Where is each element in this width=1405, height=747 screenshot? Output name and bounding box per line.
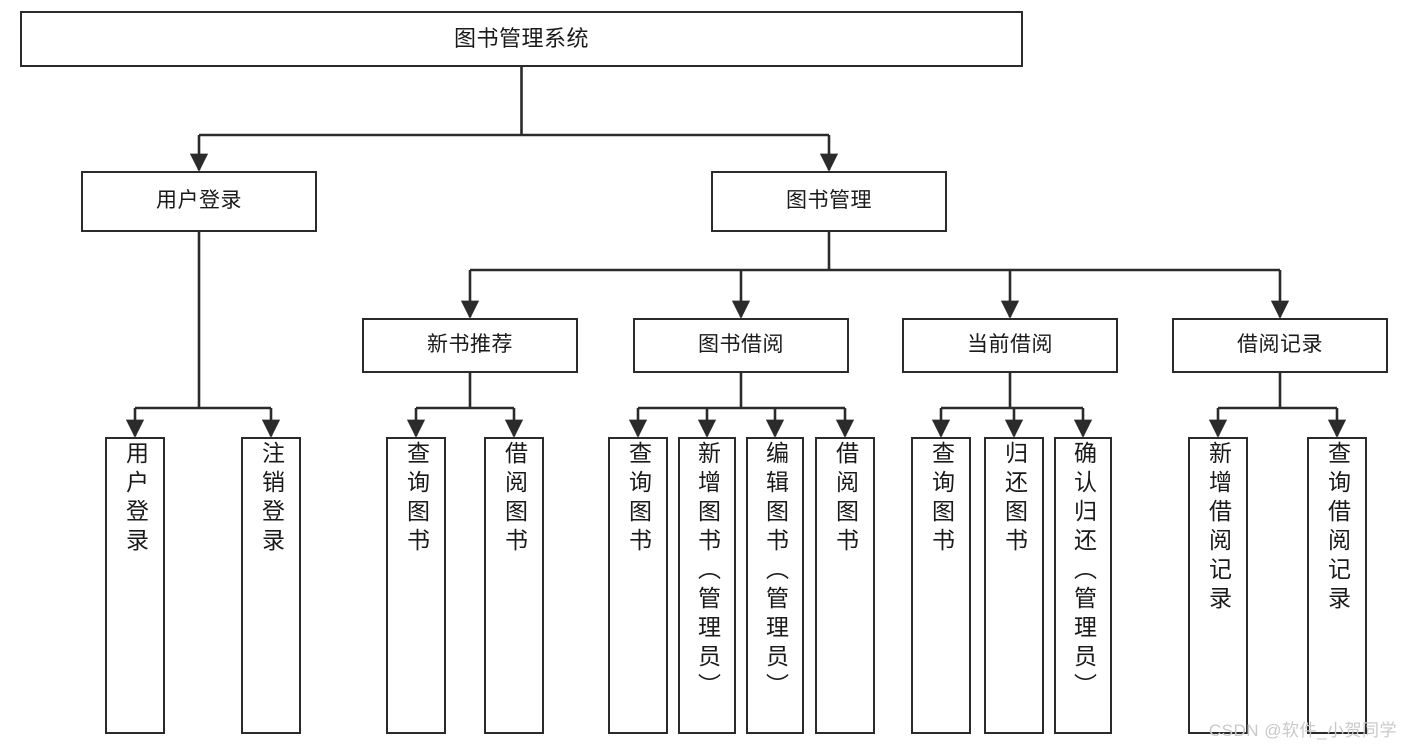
node-leaf-user-login[interactable]: 用户登录 (105, 437, 165, 734)
node-label: 编辑图书（管理员） (762, 441, 789, 702)
node-label: 借阅图书 (501, 441, 528, 557)
node-current-borrow[interactable]: 当前借阅 (902, 318, 1118, 373)
node-label: 确认归还（管理员） (1070, 441, 1097, 702)
node-label: 查询图书 (625, 441, 652, 557)
node-user-login[interactable]: 用户登录 (81, 171, 317, 232)
node-book-manage[interactable]: 图书管理 (711, 171, 947, 232)
node-label: 查询借阅记录 (1324, 441, 1351, 615)
node-label: 查询图书 (928, 441, 955, 557)
node-leaf-query-borrow-record[interactable]: 查询借阅记录 (1307, 437, 1367, 734)
node-leaf-confirm-return[interactable]: 确认归还（管理员） (1054, 437, 1112, 734)
watermark: CSDN @软件_小贺同学 (1208, 721, 1397, 740)
node-borrow-record[interactable]: 借阅记录 (1172, 318, 1388, 373)
node-leaf-borrow-book[interactable]: 借阅图书 (815, 437, 875, 734)
node-leaf-user-logout[interactable]: 注销登录 (241, 437, 301, 734)
node-label: 图书管理 (786, 189, 872, 213)
node-label: 图书管理系统 (453, 26, 589, 52)
node-leaf-add-book[interactable]: 新增图书（管理员） (678, 437, 736, 734)
node-leaf-add-borrow-record[interactable]: 新增借阅记录 (1188, 437, 1248, 734)
node-label: 当前借阅 (967, 333, 1053, 357)
node-label: 用户登录 (156, 189, 242, 213)
node-leaf-query-book-recommend[interactable]: 查询图书 (386, 437, 446, 734)
node-book-borrow[interactable]: 图书借阅 (633, 318, 849, 373)
node-leaf-query-current-book[interactable]: 查询图书 (911, 437, 971, 734)
node-leaf-edit-book[interactable]: 编辑图书（管理员） (746, 437, 804, 734)
node-label: 注销登录 (258, 441, 285, 557)
node-label: 查询图书 (403, 441, 430, 557)
node-label: 借阅记录 (1237, 333, 1323, 357)
node-root[interactable]: 图书管理系统 (20, 11, 1023, 67)
node-leaf-borrow-book-recommend[interactable]: 借阅图书 (484, 437, 544, 734)
node-leaf-return-book[interactable]: 归还图书 (984, 437, 1044, 734)
node-new-book-recommend[interactable]: 新书推荐 (362, 318, 578, 373)
node-label: 借阅图书 (832, 441, 859, 557)
node-label: 新增借阅记录 (1205, 441, 1232, 615)
node-label: 归还图书 (1001, 441, 1028, 557)
node-label: 图书借阅 (698, 333, 784, 357)
node-label: 新书推荐 (427, 333, 513, 357)
node-label: 新增图书（管理员） (694, 441, 721, 702)
node-label: 用户登录 (122, 441, 149, 557)
node-leaf-query-book[interactable]: 查询图书 (608, 437, 668, 734)
